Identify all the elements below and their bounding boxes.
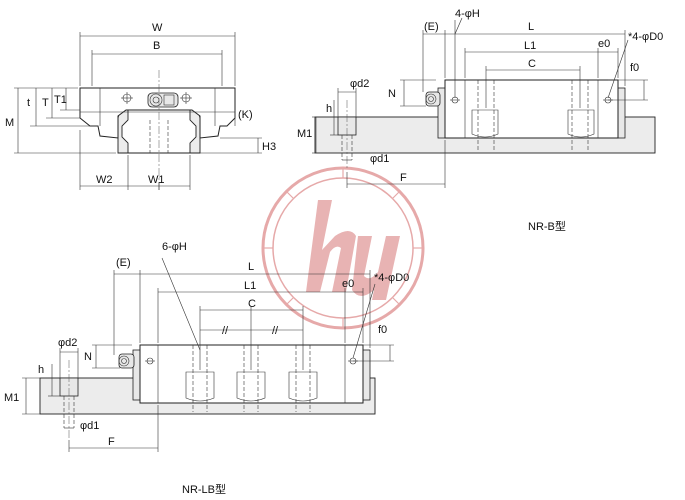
nrb-grease-nipple-icon bbox=[425, 91, 441, 107]
nrb-label-f0: f0 bbox=[630, 62, 639, 74]
nrb-label-D0: *4-φD0 bbox=[628, 31, 663, 43]
nrlb-label-C: C bbox=[248, 298, 256, 310]
nrb-label-L: L bbox=[528, 21, 534, 33]
svg-text://: // bbox=[222, 325, 229, 337]
nrlb-label-d1: φd1 bbox=[80, 420, 99, 432]
nrb-label-F: F bbox=[400, 172, 407, 184]
label-W2: W2 bbox=[96, 174, 113, 186]
nrlb-label-holes: 6-φH bbox=[162, 241, 187, 253]
nrlb-side-view: // // bbox=[22, 257, 394, 452]
nrlb-caption: NR-LB型 bbox=[182, 482, 226, 496]
nrlb-label-d2: φd2 bbox=[58, 337, 77, 349]
nrlb-block bbox=[139, 344, 364, 404]
nrlb-label-N: N bbox=[84, 351, 92, 363]
front-view bbox=[14, 32, 262, 190]
label-K: (K) bbox=[238, 109, 253, 121]
nrb-block bbox=[444, 79, 619, 139]
label-T: T bbox=[42, 97, 49, 109]
grease-nipple-icon bbox=[147, 92, 179, 108]
nrb-label-d1: φd1 bbox=[370, 153, 389, 165]
label-M: M bbox=[5, 117, 14, 129]
nrb-label-C: C bbox=[528, 58, 536, 70]
nrlb-label-L1: L1 bbox=[244, 280, 256, 292]
nrb-label-e0: e0 bbox=[598, 38, 610, 50]
nrb-label-E: (E) bbox=[424, 21, 439, 33]
mounting-hole-icon bbox=[121, 92, 192, 104]
nrb-label-d2: φd2 bbox=[350, 78, 369, 90]
nrlb-label-L: L bbox=[248, 261, 254, 273]
nrb-caption: NR-B型 bbox=[528, 219, 566, 233]
nrlb-label-E: (E) bbox=[116, 257, 131, 269]
nrb-label-N: N bbox=[388, 88, 396, 100]
nrlb-label-D0: *4-φD0 bbox=[374, 272, 409, 284]
label-B: B bbox=[153, 40, 160, 52]
nrlb-label-h: h bbox=[38, 364, 44, 376]
svg-text://: // bbox=[272, 325, 279, 337]
nrb-label-holes: 4-φH bbox=[455, 8, 480, 20]
label-W1: W1 bbox=[148, 174, 165, 186]
label-T1: T1 bbox=[54, 94, 67, 106]
label-H3: H3 bbox=[262, 141, 276, 153]
nrlb-label-F: F bbox=[108, 436, 115, 448]
label-W: W bbox=[152, 22, 163, 34]
label-t: t bbox=[27, 97, 30, 109]
nrb-label-h: h bbox=[326, 103, 332, 115]
nrlb-label-M1: M1 bbox=[4, 392, 19, 404]
nrb-label-M1: M1 bbox=[297, 128, 312, 140]
nrlb-label-e0: e0 bbox=[342, 278, 354, 290]
nrlb-label-f0: f0 bbox=[378, 324, 387, 336]
nrb-label-L1: L1 bbox=[524, 40, 536, 52]
nrb-side-view bbox=[312, 17, 656, 188]
nrlb-grease-nipple-icon bbox=[118, 353, 135, 369]
company-logo-watermark-icon bbox=[261, 166, 425, 330]
